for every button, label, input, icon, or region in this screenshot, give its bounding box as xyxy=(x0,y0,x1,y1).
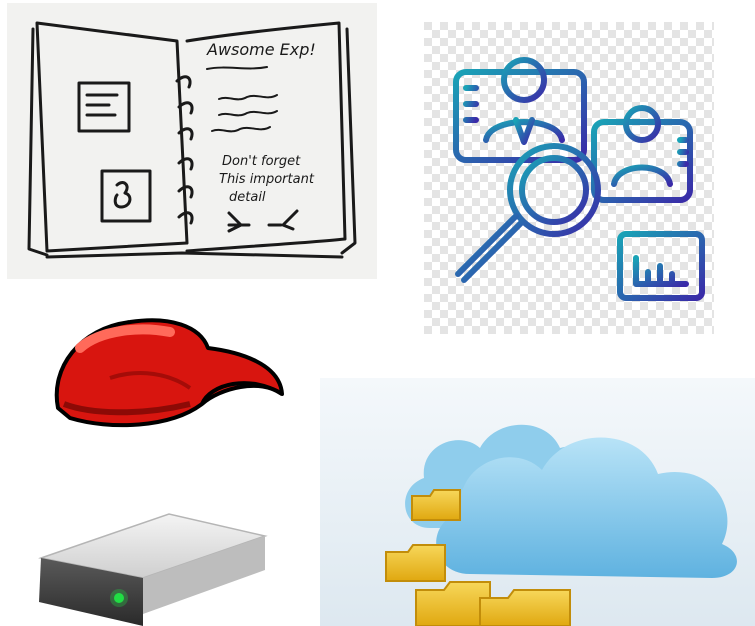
cloud-folders-image xyxy=(320,378,755,626)
cloud-folders-icon xyxy=(320,378,755,626)
open-notebook-sketch-icon: Awsome Exp! Don't forget This important … xyxy=(27,21,357,259)
user-search-analytics-icon xyxy=(424,22,714,334)
red-cap-image xyxy=(50,308,286,440)
sketch-line-3: This important xyxy=(219,172,315,187)
sketchbook-image: Awsome Exp! Don't forget This important … xyxy=(7,3,377,279)
red-cap-icon xyxy=(54,318,284,428)
sketch-line-2: Don't forget xyxy=(222,154,301,169)
sketch-line-4: detail xyxy=(229,190,266,205)
hard-drive-image xyxy=(33,510,273,626)
sketch-line-1: Awsome Exp! xyxy=(206,40,316,59)
user-search-image xyxy=(424,22,714,334)
external-drive-icon xyxy=(38,513,268,626)
